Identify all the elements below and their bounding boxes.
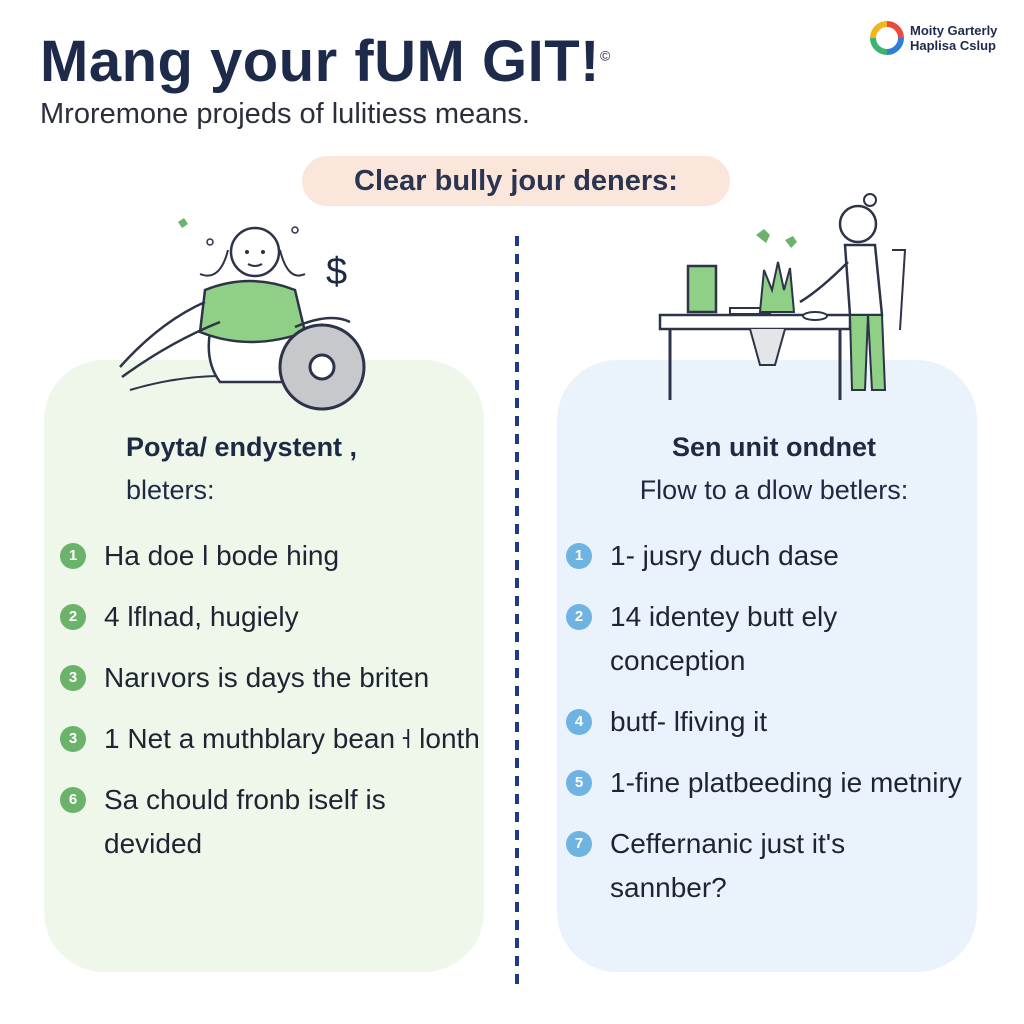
list-item: 7 Ceffernanic just it's sannber? bbox=[566, 822, 966, 910]
number-badge: 3 bbox=[60, 665, 86, 691]
number-badge: 1 bbox=[60, 543, 86, 569]
list-item: 3 Narıvors is days the briten bbox=[60, 656, 480, 700]
list-item-text: butf- lfiving it bbox=[610, 706, 768, 737]
list-item: 4 butf- lfiving it bbox=[566, 700, 966, 744]
logo-line-1: Moity Garterly bbox=[910, 23, 998, 38]
list-item: 1 1- jusry duch dase bbox=[566, 534, 966, 578]
list-item: 2 4 lflnad, hugiely bbox=[60, 595, 480, 639]
list-item-text: 1-fine platbeeding ie metniry bbox=[610, 767, 962, 798]
list-item-text: Ceffernanic just it's sannber? bbox=[610, 828, 846, 903]
list-item-text: 1 Net a muthblary bean ˧ lonth bbox=[104, 723, 480, 754]
right-panel bbox=[557, 360, 977, 972]
left-panel bbox=[44, 360, 484, 972]
number-badge: 1 bbox=[566, 543, 592, 569]
right-heading-line-2: Flow to a dlow betlers: bbox=[639, 475, 909, 505]
page-title-text: Mang your fUM GIT! bbox=[40, 29, 600, 94]
list-item: 3 1 Net a muthblary bean ˧ lonth bbox=[60, 717, 480, 761]
list-item: 1 Ha doe l bode hing bbox=[60, 534, 480, 578]
list-item-text: Sa chould fronb iself is devided bbox=[104, 784, 386, 859]
page-subtitle: Mroremone projeds of lulitiess means. bbox=[40, 98, 530, 130]
right-column-heading: Sen unit ondnet Flow to a dlow betlers: bbox=[597, 432, 951, 506]
list-item: 2 14 identey butt ely conception bbox=[566, 595, 966, 683]
brand-logo: Moity Garterly Haplisa Cslup bbox=[870, 18, 1020, 58]
logo-text: Moity Garterly Haplisa Cslup bbox=[910, 23, 997, 53]
number-badge: 6 bbox=[60, 787, 86, 813]
right-list: 1 1- jusry duch dase 2 14 identey butt e… bbox=[566, 534, 966, 927]
list-item-text: Ha doe l bode hing bbox=[104, 540, 340, 571]
person-at-desk-icon bbox=[658, 193, 907, 400]
list-item: 6 Sa chould fronb iself is devided bbox=[60, 778, 480, 866]
left-heading-line-1: Poyta/ endystent , bbox=[126, 432, 358, 462]
number-badge: 7 bbox=[566, 831, 592, 857]
list-item-text: Narıvors is days the briten bbox=[104, 662, 430, 693]
page-title: Mang your fUM GIT!© bbox=[40, 28, 611, 95]
dollar-sign: $ bbox=[326, 251, 347, 293]
number-badge: 4 bbox=[566, 709, 592, 735]
left-column-heading: Poyta/ endystent , bleters: bbox=[126, 432, 357, 506]
list-item-text: 1- jusry duch dase bbox=[610, 540, 839, 571]
logo-line-2: Haplisa Cslup bbox=[910, 38, 996, 53]
person-with-coin-icon: $ bbox=[119, 218, 366, 411]
logo-ring-icon bbox=[870, 21, 904, 55]
number-badge: 2 bbox=[60, 604, 86, 630]
number-badge: 2 bbox=[566, 604, 592, 630]
left-list: 1 Ha doe l bode hing 2 4 lflnad, hugiely… bbox=[60, 534, 480, 883]
right-heading-line-1: Sen unit ondnet bbox=[672, 432, 876, 462]
left-heading-line-2: bleters: bbox=[126, 475, 215, 505]
list-item: 5 1-fine platbeeding ie metniry bbox=[566, 761, 966, 805]
dashed-divider bbox=[515, 236, 519, 988]
list-item-text: 14 identey butt ely conception bbox=[610, 601, 838, 676]
number-badge: 3 bbox=[60, 726, 86, 752]
banner-pill: Clear bully jour deners: bbox=[302, 156, 730, 206]
title-mark: © bbox=[599, 47, 611, 64]
number-badge: 5 bbox=[566, 770, 592, 796]
list-item-text: 4 lflnad, hugiely bbox=[104, 601, 299, 632]
